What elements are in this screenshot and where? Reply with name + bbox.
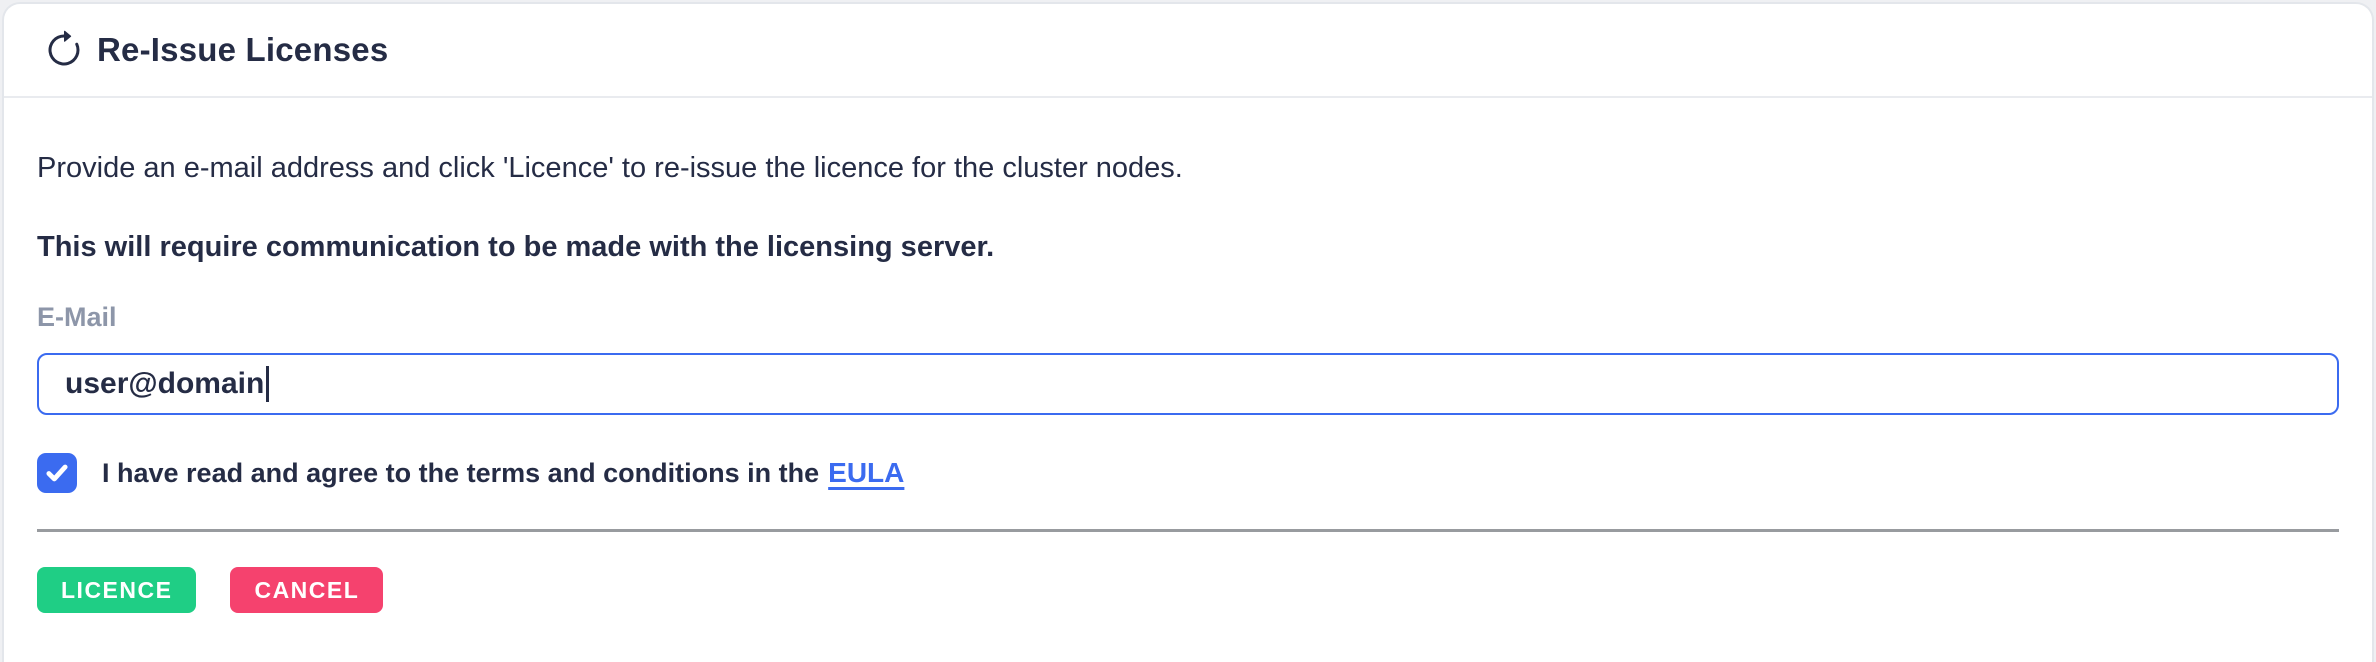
email-input[interactable]: user@domain [37,353,2339,415]
eula-agreement-row: I have read and agree to the terms and c… [37,453,2339,493]
licence-button[interactable]: LICENCE [37,567,197,613]
actions-row: LICENCE CANCEL [37,567,2339,613]
cancel-button[interactable]: CANCEL [230,567,384,613]
panel-body: Provide an e-mail address and click 'Lic… [4,152,2372,613]
warning-text: This will require communication to be ma… [37,231,995,263]
eula-checkbox[interactable] [37,453,77,493]
email-label: E-Mail [37,302,117,332]
refresh-icon [44,30,84,70]
agreement-text: I have read and agree to the terms and c… [102,457,904,489]
panel-header: Re-Issue Licenses [4,4,2372,98]
page-title: Re-Issue Licenses [97,31,389,68]
email-input-value: user@domain [65,367,265,400]
eula-link[interactable]: EULA [828,457,905,488]
text-caret [266,366,270,402]
checkmark-icon [46,464,68,482]
instruction-text: Provide an e-mail address and click 'Lic… [37,152,1183,184]
agreement-text-label: I have read and agree to the terms and c… [102,458,820,488]
divider [37,529,2339,532]
